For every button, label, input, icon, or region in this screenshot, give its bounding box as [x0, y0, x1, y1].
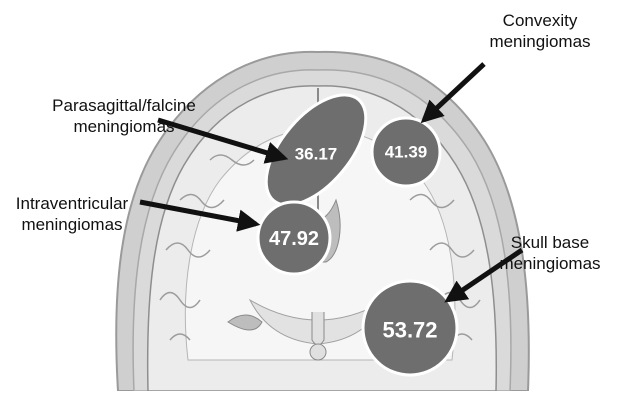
pituitary-stalk: [312, 312, 324, 345]
value-intraventricular: 47.92: [269, 228, 319, 250]
label-convexity: Convexity meningiomas: [470, 10, 610, 52]
value-convexity: 41.39: [385, 143, 428, 162]
label-parasagittal: Parasagittal/falcine meningiomas: [24, 95, 224, 137]
value-parasagittal: 36.17: [295, 145, 338, 164]
bubble-intraventricular: 47.92: [258, 202, 330, 274]
value-skull-base: 53.72: [382, 318, 437, 343]
label-skull-base: Skull base meningiomas: [480, 232, 620, 274]
bubble-convexity: 41.39: [372, 118, 440, 186]
pituitary: [310, 344, 326, 360]
label-intraventricular: Intraventricular meningiomas: [2, 193, 142, 235]
bubble-skull-base: 53.72: [363, 281, 457, 375]
